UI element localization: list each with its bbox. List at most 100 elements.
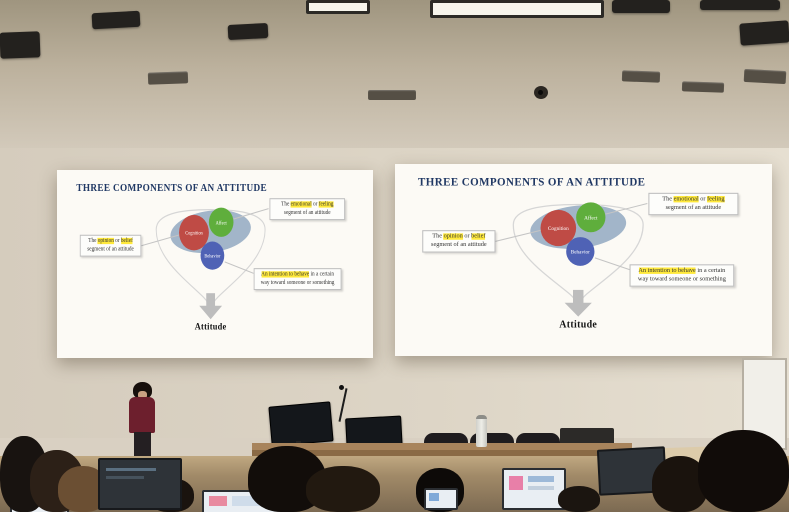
callout-text: The xyxy=(432,233,444,240)
highlight-feeling: feeling xyxy=(707,196,725,203)
cognition-circle xyxy=(179,214,209,251)
connector-line xyxy=(139,234,181,247)
ceiling-panel xyxy=(0,31,41,59)
highlight-intention: An intention to behave xyxy=(638,267,696,274)
lecturer-face xyxy=(138,391,147,399)
ceiling-panel xyxy=(227,22,269,41)
callout-affective: The emotional or feeling segment of an a… xyxy=(648,192,739,216)
callout-text: in a certain way toward someone or somet… xyxy=(260,271,335,286)
slide-title: THREE COMPONENTS OF AN ATTITUDE xyxy=(418,176,646,189)
behavior-circle xyxy=(566,237,595,266)
laptop-screen-content xyxy=(209,496,227,506)
callout-text: segment of an attitude xyxy=(283,209,331,216)
connector-line xyxy=(594,257,630,271)
ceiling-vent xyxy=(681,81,725,93)
lecturer-legs xyxy=(134,432,151,462)
laptop-screen-content xyxy=(232,496,266,506)
callout-cognitive: The opinion or belief segment of an atti… xyxy=(79,234,142,257)
laptop-screen-content xyxy=(509,476,523,490)
attitude-diagram: Cognition Affect Behavior xyxy=(139,207,269,320)
down-arrow-head xyxy=(199,305,223,320)
down-arrow xyxy=(572,289,584,304)
microphone-head xyxy=(339,385,344,390)
highlight-belief: belief xyxy=(471,233,486,240)
affect-circle xyxy=(576,202,606,233)
ceiling-panel xyxy=(612,0,670,13)
attitude-diagram: Cognition Affect Behavior xyxy=(493,202,648,317)
cognition-label: Cognition xyxy=(185,231,203,236)
equipment-box xyxy=(560,428,614,446)
callout-text: The xyxy=(88,237,98,245)
ceiling-vent xyxy=(368,90,416,100)
cognition-circle xyxy=(540,209,577,247)
connector-line xyxy=(493,229,542,243)
laptop-screen-content xyxy=(528,476,554,482)
lecturer-body xyxy=(129,397,155,433)
callout-text: segment of an attitude xyxy=(87,245,134,252)
attitude-label: Attitude xyxy=(194,322,227,333)
funnel-outline xyxy=(512,203,644,310)
podium-monitor xyxy=(268,401,334,447)
highlight-emotional: emotional xyxy=(290,201,312,208)
affect-label: Affect xyxy=(584,214,598,221)
ceiling-panel xyxy=(739,20,789,46)
laptop-screen-content xyxy=(429,493,439,501)
callout-text: or xyxy=(113,237,121,245)
slide: THREE COMPONENTS OF AN ATTITUDE Cognitio… xyxy=(57,170,373,358)
ceiling-vent xyxy=(621,70,661,83)
ceiling-panel xyxy=(91,10,141,30)
laptop-screen-content xyxy=(106,476,144,479)
slide-title: THREE COMPONENTS OF AN ATTITUDE xyxy=(76,182,268,195)
behavior-label: Behavior xyxy=(571,250,590,256)
laptop-screen-content xyxy=(106,468,156,471)
callout-text: or xyxy=(698,196,708,203)
funnel-outline xyxy=(155,209,266,312)
audience-head xyxy=(558,486,600,512)
affect-circle xyxy=(208,207,234,237)
audience-head xyxy=(306,466,380,512)
callout-cognitive: The opinion or belief segment of an atti… xyxy=(422,230,496,253)
affect-label: Affect xyxy=(216,221,228,226)
laptop xyxy=(98,458,182,510)
ceiling-panel xyxy=(700,0,780,10)
highlight-opinion: opinion xyxy=(97,237,114,245)
ceiling-vent xyxy=(147,71,189,85)
callout-text: in a certain way toward someone or somet… xyxy=(637,267,726,282)
av-desk-top xyxy=(252,443,632,451)
connector-line xyxy=(233,208,269,220)
ceiling-vent xyxy=(743,68,787,85)
water-bottle xyxy=(476,415,487,447)
laptop xyxy=(502,468,566,510)
cognition-label: Cognition xyxy=(548,226,569,232)
highlight-belief: belief xyxy=(120,237,133,245)
ceiling-light xyxy=(306,0,370,14)
laptop-screen-content xyxy=(528,486,554,490)
ceiling-light xyxy=(430,0,604,18)
slide: THREE COMPONENTS OF AN ATTITUDE Cognitio… xyxy=(395,164,772,356)
connector-line xyxy=(224,261,254,274)
callout-behavioral: An intention to behave in a certain way … xyxy=(629,264,735,287)
security-camera xyxy=(534,86,548,99)
callout-text: The xyxy=(281,201,291,208)
callout-affective: The emotional or feeling segment of an a… xyxy=(269,198,345,221)
attitude-label: Attitude xyxy=(559,319,598,331)
connector-line xyxy=(605,202,648,215)
lecturer-hair xyxy=(133,382,152,399)
highlight-emotional: emotional xyxy=(673,196,699,203)
highlight-feeling: feeling xyxy=(318,201,334,208)
right-projection-screen: THREE COMPONENTS OF AN ATTITUDE Cognitio… xyxy=(395,164,772,356)
down-arrow xyxy=(206,293,216,307)
highlight-opinion: opinion xyxy=(443,233,463,240)
callout-behavioral: An intention to behave in a certain way … xyxy=(253,268,342,291)
callout-text: or xyxy=(462,233,472,240)
behavior-circle xyxy=(200,241,225,270)
audience-head xyxy=(698,430,789,512)
behavior-label: Behavior xyxy=(204,254,220,259)
callout-text: The xyxy=(662,196,674,203)
left-projection-screen: THREE COMPONENTS OF AN ATTITUDE Cognitio… xyxy=(57,170,373,358)
callout-text: segment of an attitude xyxy=(665,204,722,211)
callout-text: or xyxy=(311,201,319,208)
tablet xyxy=(424,488,458,510)
down-arrow-head xyxy=(564,302,592,317)
